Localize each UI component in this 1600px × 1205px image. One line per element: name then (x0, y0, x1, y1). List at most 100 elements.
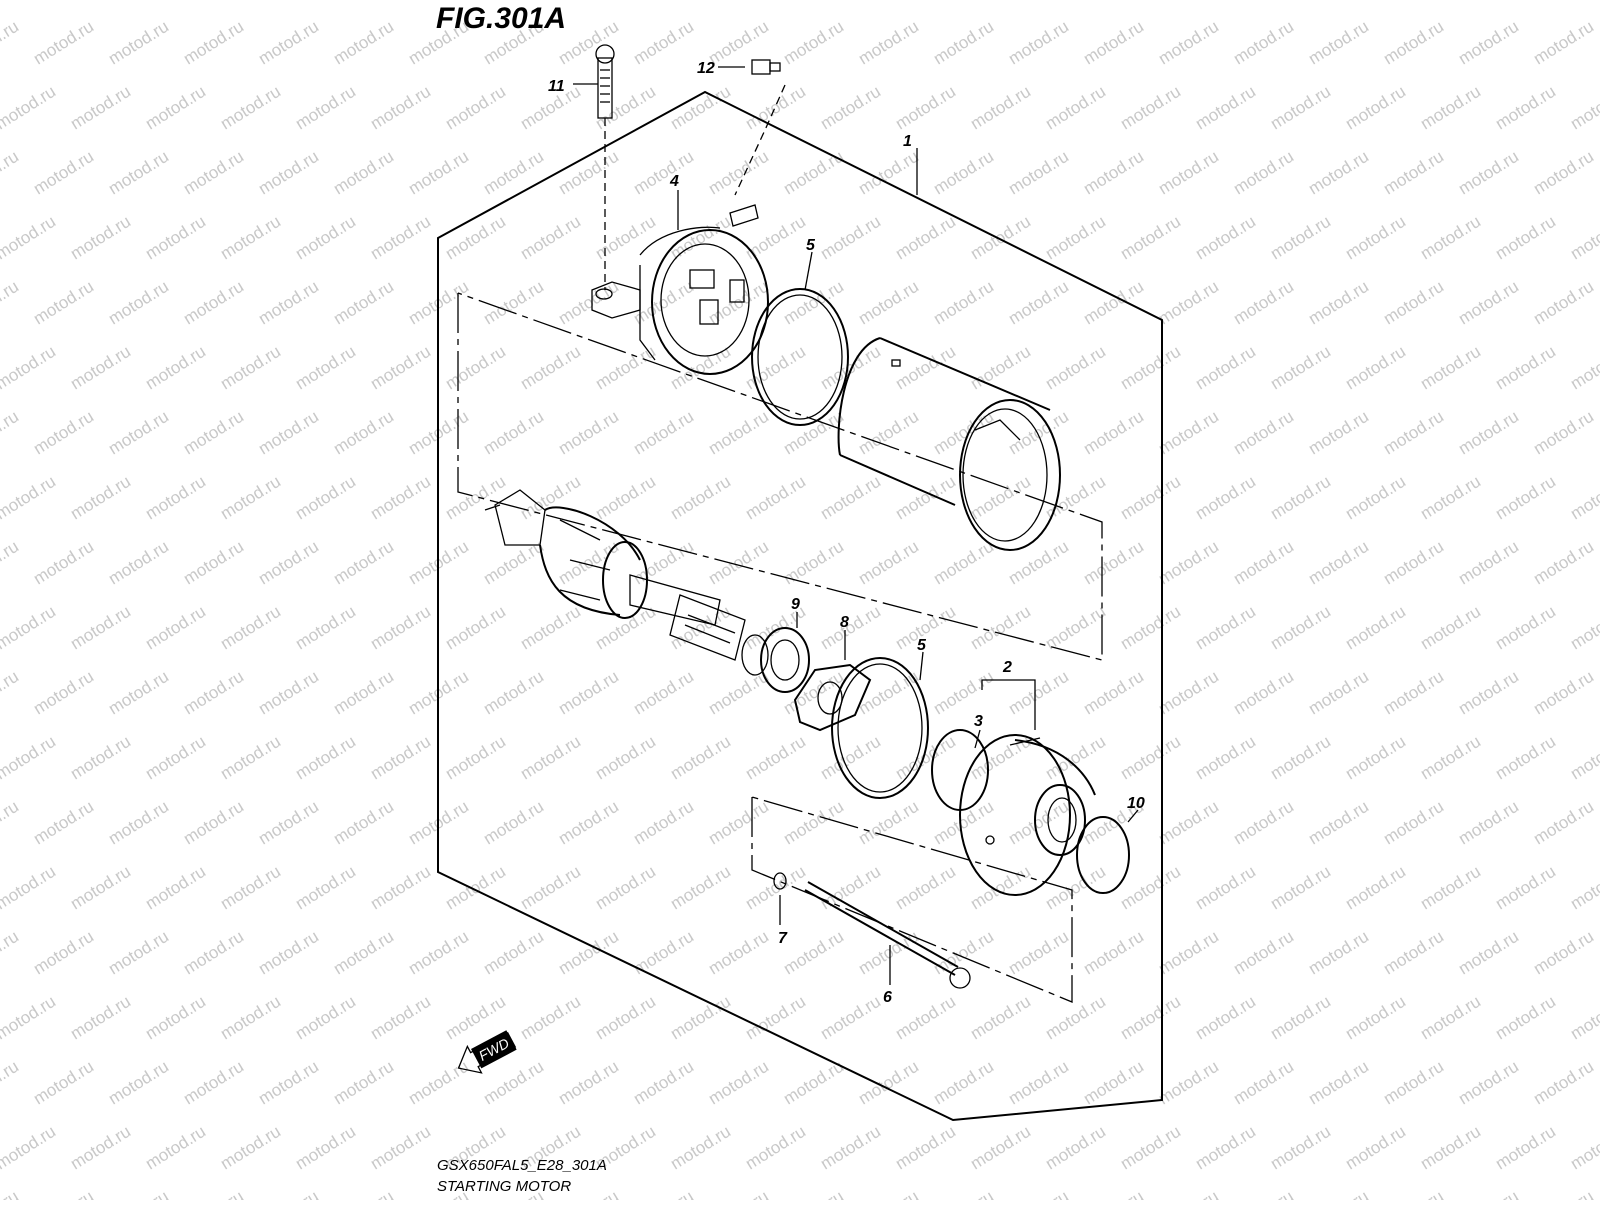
watermark-text: motod.ru (1342, 212, 1409, 264)
watermark-text: motod.ru (367, 732, 434, 784)
watermark-text: motod.ru (30, 797, 97, 849)
watermark-text: motod.ru (1192, 472, 1259, 524)
watermark-text: motod.ru (1380, 1057, 1447, 1109)
watermark-text: motod.ru (1305, 147, 1372, 199)
watermark-text: motod.ru (705, 537, 772, 589)
watermark-text: motod.ru (592, 472, 659, 524)
watermark-text: motod.ru (1155, 537, 1222, 589)
watermark-text: motod.ru (480, 1057, 547, 1109)
watermark-text: motod.ru (0, 82, 59, 134)
watermark-text: motod.ru (255, 1057, 322, 1109)
watermark-text: motod.ru (0, 537, 22, 589)
watermark-text: motod.ru (1155, 147, 1222, 199)
watermark-text: motod.ru (1492, 342, 1559, 394)
watermark-text: motod.ru (105, 1187, 172, 1200)
watermark-text: motod.ru (367, 82, 434, 134)
callout-8: 8 (840, 614, 849, 631)
callout-11: 11 (548, 78, 565, 95)
watermark-text: motod.ru (630, 537, 697, 589)
watermark-text: motod.ru (855, 17, 922, 69)
watermark-text: motod.ru (180, 927, 247, 979)
watermark-text: motod.ru (1455, 407, 1522, 459)
o-ring-part-10 (1076, 816, 1130, 894)
watermark-text: motod.ru (517, 602, 584, 654)
watermark-text: motod.ru (667, 1122, 734, 1174)
watermark-text: motod.ru (1492, 472, 1559, 524)
watermark-text: motod.ru (1005, 1057, 1072, 1109)
watermark-text: motod.ru (1080, 927, 1147, 979)
watermark-text: motod.ru (67, 862, 134, 914)
watermark-text: motod.ru (555, 147, 622, 199)
watermark-text: motod.ru (967, 82, 1034, 134)
watermark-text: motod.ru (742, 1122, 809, 1174)
watermark-text: motod.ru (367, 0, 434, 3)
watermark-text: motod.ru (892, 82, 959, 134)
watermark-text: motod.ru (1305, 1057, 1372, 1109)
watermark-text: motod.ru (67, 212, 134, 264)
screw-part-12 (734, 59, 786, 196)
watermark-text: motod.ru (367, 1122, 434, 1174)
watermark-text: motod.ru (1042, 0, 1109, 3)
watermark-text: motod.ru (555, 407, 622, 459)
watermark-text: motod.ru (255, 17, 322, 69)
watermark-text: motod.ru (67, 732, 134, 784)
watermark-text: motod.ru (30, 17, 97, 69)
watermark-text: motod.ru (967, 992, 1034, 1044)
watermark-text: motod.ru (217, 0, 284, 3)
watermark-text: motod.ru (142, 992, 209, 1044)
inner-group-box (457, 292, 1103, 661)
watermark-text: motod.ru (67, 0, 134, 3)
watermark-text: motod.ru (0, 862, 59, 914)
callout-7: 7 (778, 930, 788, 947)
watermark-text: motod.ru (1080, 407, 1147, 459)
watermark-text: motod.ru (255, 147, 322, 199)
watermark-text: motod.ru (1192, 602, 1259, 654)
watermark-text: motod.ru (1042, 602, 1109, 654)
assembly-outline (437, 90, 1163, 1122)
watermark-text: motod.ru (1492, 602, 1559, 654)
watermark-text: motod.ru (892, 1122, 959, 1174)
watermark-text: motod.ru (367, 342, 434, 394)
watermark-text: motod.ru (517, 212, 584, 264)
watermark-text: motod.ru (142, 732, 209, 784)
watermark-text: motod.ru (705, 147, 772, 199)
watermark-text: motod.ru (1267, 602, 1334, 654)
watermark-text: motod.ru (1417, 472, 1484, 524)
watermark-text: motod.ru (517, 862, 584, 914)
watermark-text: motod.ru (330, 1187, 397, 1200)
watermark-text: motod.ru (442, 732, 509, 784)
watermark-text: motod.ru (1155, 1187, 1222, 1200)
watermark-text: motod.ru (667, 342, 734, 394)
watermark-text: motod.ru (1080, 667, 1147, 719)
watermark-text: motod.ru (1005, 147, 1072, 199)
watermark-text: motod.ru (1305, 927, 1372, 979)
bolt-group-box (751, 796, 1073, 1003)
watermark-text: motod.ru (30, 927, 97, 979)
watermark-text: motod.ru (217, 212, 284, 264)
watermark-text: motod.ru (930, 1187, 997, 1200)
watermark-text: motod.ru (1080, 1187, 1147, 1200)
watermark-text: motod.ru (780, 1187, 847, 1200)
watermark-text: motod.ru (180, 1057, 247, 1109)
callout-12: 12 (697, 60, 715, 77)
watermark-text: motod.ru (630, 927, 697, 979)
watermark-text: motod.ru (855, 797, 922, 849)
watermark-text: motod.ru (1155, 407, 1222, 459)
watermark-text: motod.ru (1417, 342, 1484, 394)
watermark-text: motod.ru (1042, 212, 1109, 264)
watermark-text: motod.ru (555, 667, 622, 719)
watermark-text: motod.ru (105, 927, 172, 979)
watermark-text: motod.ru (255, 1187, 322, 1200)
watermark-text: motod.ru (255, 797, 322, 849)
watermark-text: motod.ru (0, 1187, 22, 1200)
watermark-text: motod.ru (0, 992, 59, 1044)
watermark-text: motod.ru (1267, 82, 1334, 134)
watermark-text: motod.ru (217, 342, 284, 394)
watermark-text: motod.ru (1417, 82, 1484, 134)
watermark-text: motod.ru (1080, 17, 1147, 69)
watermark-text: motod.ru (292, 862, 359, 914)
watermark-text: motod.ru (1155, 797, 1222, 849)
watermark-text: motod.ru (142, 342, 209, 394)
watermark-text: motod.ru (30, 147, 97, 199)
watermark-text: motod.ru (1455, 1187, 1522, 1200)
